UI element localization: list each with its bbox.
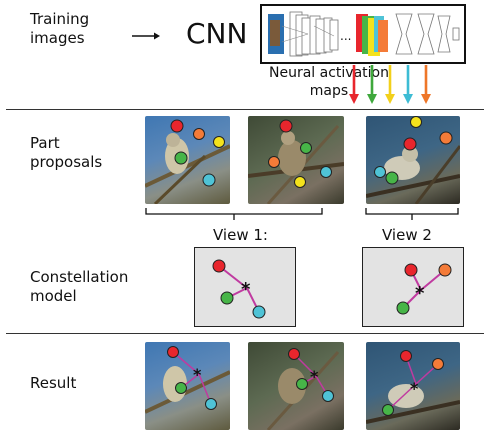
result-photo-1: * bbox=[145, 342, 230, 430]
right-arrow-icon bbox=[132, 32, 160, 40]
label-result: Result bbox=[30, 374, 77, 392]
label-constellation-model: Constellation model bbox=[30, 268, 129, 305]
label-cnn: CNN bbox=[186, 17, 248, 50]
divider-1 bbox=[6, 109, 484, 110]
bird-photo-3 bbox=[366, 116, 460, 204]
constellation-view-1: * bbox=[194, 247, 296, 327]
star-icon: * bbox=[415, 283, 425, 304]
star-icon: * bbox=[241, 279, 251, 300]
svg-text:*: * bbox=[193, 365, 202, 384]
label-view-2: View 2 bbox=[382, 226, 432, 244]
cnn-layers-diagram: ... bbox=[268, 11, 460, 57]
view-brackets bbox=[145, 208, 459, 220]
divider-2 bbox=[6, 333, 484, 334]
cnn-architecture-box: ... bbox=[260, 4, 466, 64]
activation-arrows bbox=[349, 65, 431, 104]
svg-text:*: * bbox=[310, 367, 319, 386]
result-photo-2: * bbox=[248, 342, 344, 430]
result-photo-3: * bbox=[366, 342, 460, 430]
svg-text:*: * bbox=[410, 379, 419, 398]
constellation-view-2: * bbox=[362, 247, 464, 327]
svg-text:...: ... bbox=[340, 29, 351, 43]
bird-photo-2 bbox=[248, 116, 344, 204]
label-view-1: View 1: bbox=[213, 226, 268, 244]
bird-photo-1 bbox=[145, 116, 230, 204]
label-training-images: Training images bbox=[30, 10, 90, 47]
label-part-proposals: Part proposals bbox=[30, 134, 103, 171]
